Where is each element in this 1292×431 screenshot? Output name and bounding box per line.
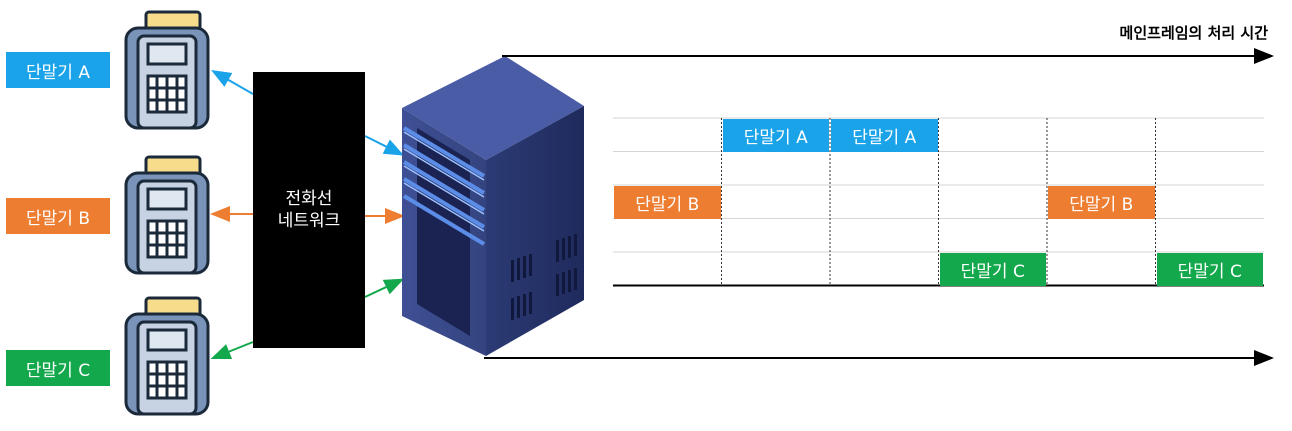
arrow-to-server-c bbox=[364, 278, 405, 298]
schedule-slot: 단말기 B bbox=[614, 186, 721, 219]
terminal-b-icon bbox=[124, 155, 210, 275]
schedule-slot: 단말기 A bbox=[722, 119, 829, 152]
arrow-to-terminal-a bbox=[211, 70, 254, 95]
schedule-grid bbox=[613, 117, 1264, 287]
terminal-a-label: 단말기 A bbox=[6, 52, 110, 88]
network-line2: 네트워크 bbox=[277, 211, 341, 231]
terminal-a-icon bbox=[124, 10, 210, 130]
schedule-slot: 단말기 A bbox=[831, 119, 938, 152]
terminal-b-label: 단말기 B bbox=[6, 198, 110, 234]
terminal-c-label: 단말기 C bbox=[6, 350, 110, 386]
schedule-slot: 단말기 B bbox=[1048, 186, 1155, 219]
terminal-c-icon bbox=[124, 296, 210, 416]
schedule-slot: 단말기 C bbox=[939, 253, 1046, 286]
network-line1: 전화선 bbox=[285, 189, 333, 209]
schedule-slot: 단말기 C bbox=[1156, 253, 1263, 286]
server-icon bbox=[402, 56, 584, 356]
arrow-to-terminal-c bbox=[210, 341, 254, 359]
phone-network-box: 전화선 네트워크 bbox=[253, 72, 365, 348]
arrow-to-server-a bbox=[364, 135, 405, 156]
timeline-title: 메인프레임의 처리 시간 bbox=[1119, 24, 1268, 42]
